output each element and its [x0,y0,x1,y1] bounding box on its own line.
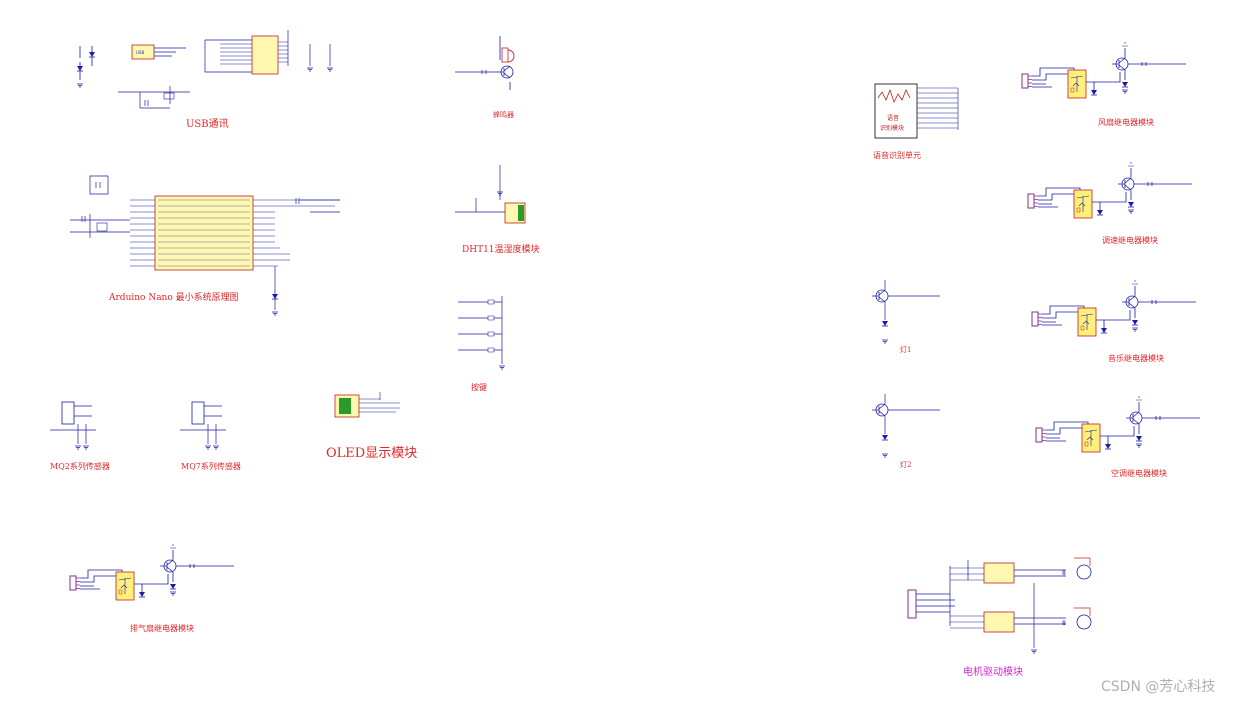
usb-chip-label: USB [136,50,144,55]
mq2-circuit [50,401,96,450]
light2-circuit [871,394,940,458]
usb-label: USB通讯 [186,119,229,130]
dht11-label: DHT11温湿度模块 [462,245,540,255]
motor-label: 电机驱动模块 [963,667,1023,678]
buzzer-label: 蜂鸣器 [493,111,514,119]
mq7-circuit [180,401,226,450]
voice-inner-line-2: 识别模块 [880,124,904,132]
motor1-terminal: 8 [1062,570,1066,577]
voice-module: 语音 识别模块 [874,83,959,139]
voice-inner-line-1: 语音 [887,114,899,122]
keys-label: 按键 [471,383,487,392]
exhaust-relay-circuit [70,544,234,600]
arduino-label: Arduino Nano 最小系统原理图 [109,293,239,303]
music-relay-circuit [1032,280,1196,336]
oled-circuit [334,392,400,418]
speed-relay-label: 调速继电器模块 [1102,236,1158,245]
music-relay-label: 音乐继电器模块 [1108,354,1164,363]
fan-relay-circuit [1022,42,1186,98]
exhaust-relay-label: 排气扇继电器模块 [130,624,194,633]
ac-relay-circuit [1036,396,1200,452]
watermark: CSDN @芳心科技 [1101,679,1216,695]
light2-label: 灯2 [900,461,912,469]
buzzer-circuit [455,36,515,90]
speed-relay-circuit [1028,162,1192,218]
ac-relay-label: 空调继电器模块 [1111,469,1167,478]
motor2-terminal: 8 [1062,620,1066,627]
oled-label: OLED显示模块 [326,446,418,461]
light1-circuit [871,280,940,344]
usb-circuit: USB [76,30,334,109]
dht11-circuit [455,165,526,224]
mq2-label: MQ2系列传感器 [50,462,110,471]
light1-label: 灯1 [900,346,912,354]
voice-label: 语音识别单元 [873,151,921,160]
motor-circuit: 8 8 [907,557,1092,654]
fan-relay-label: 风扇继电器模块 [1098,118,1154,127]
arduino-circuit [70,175,340,316]
mq7-label: MQ7系列传感器 [181,462,241,471]
keys-circuit [458,296,506,370]
